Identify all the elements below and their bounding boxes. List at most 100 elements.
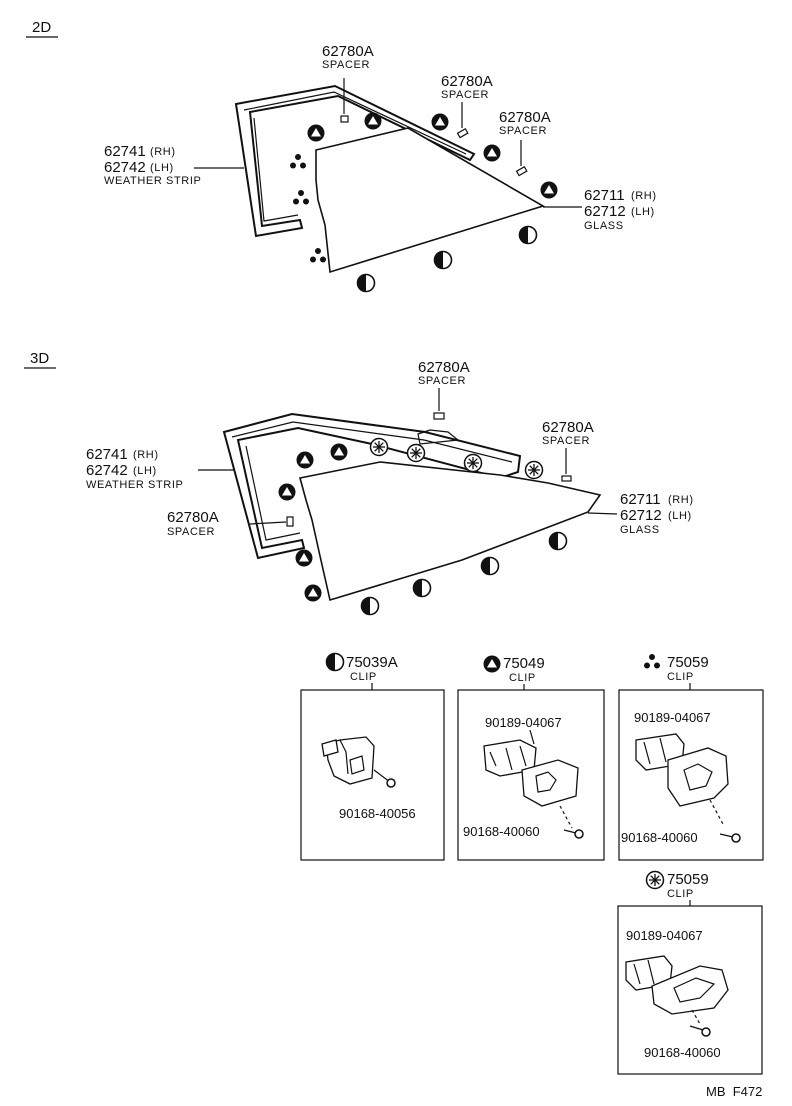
clip-label: CLIP [667,888,694,900]
weather-strip-lh-code: 62742 [86,462,128,479]
section-2d: 2D 62780A SPACER 62780A SPACER 62780A SP… [26,19,657,293]
triangle-icon [304,584,322,602]
asterisk-icon [406,443,426,463]
section-3d: 3D 62780A SPACER 62780A SPACER [24,350,694,616]
lh-label: (LH) [150,162,174,174]
spacer-code: 62780A [418,359,470,376]
clip-code: 75039A [346,654,398,671]
triangle-icon [364,112,382,130]
half-circle-icon [548,531,568,551]
section-label-3d: 3D [30,350,49,367]
clip-label: CLIP [350,671,377,683]
clip-label: CLIP [667,671,694,683]
half-circle-icon [433,250,453,270]
triangle-icon [295,549,313,567]
weather-strip-3d [222,412,522,560]
clip-box-75039a: 75039A CLIP 90168-40056 [300,652,445,861]
screw-icon [386,778,396,788]
spacer-label: SPACER [441,89,489,101]
asterisk-icon [463,453,483,473]
clip-code: 75059 [667,654,709,671]
triangle-icon [330,443,348,461]
triangle-icon [296,451,314,469]
screw-code: 90168-40056 [339,806,416,821]
detail-frame [300,689,445,861]
weather-strip-2d [234,84,476,238]
triangle-icon [540,181,558,199]
clip-box-75059-a: 75059 CLIP 90189-04067 90168-40060 [618,654,764,861]
screw-icon [731,833,741,843]
three-dot-icon [310,248,326,263]
spacer-label: SPACER [499,125,547,137]
rh-label: (RH) [668,494,694,506]
part-code: 90189-04067 [634,710,711,725]
lh-label: (LH) [133,465,157,477]
triangle-icon [483,655,501,673]
asterisk-icon [645,870,665,890]
weather-strip-rh-code: 62741 [86,446,128,463]
rh-label: (RH) [133,449,159,461]
lh-label: (LH) [631,206,655,218]
spacer-code: 62780A [322,43,374,60]
detail-frame [457,689,605,861]
rh-label: (RH) [631,190,657,202]
clip-box-75059-b: 75059 CLIP 90189-04067 90168-40060 [617,870,763,1075]
half-circle-icon [356,273,376,293]
clip-label: CLIP [509,672,536,684]
half-circle-icon [518,225,538,245]
half-circle-icon [360,596,380,616]
part-code: 90189-04067 [485,715,562,730]
triangle-icon [307,124,325,142]
clip-code: 75049 [503,655,545,672]
screw-code: 90168-40060 [621,830,698,845]
three-dot-icon [293,190,309,205]
clip-code: 75059 [667,871,709,888]
three-dot-icon [644,654,660,669]
spacer-icon [561,475,572,482]
spacer-icon [286,516,294,527]
asterisk-icon [369,437,389,457]
spacer-code: 62780A [542,419,594,436]
screw-code: 90168-40060 [463,824,540,839]
spacer-label: SPACER [167,526,215,538]
half-circle-icon [412,578,432,598]
glass-lh-code: 62712 [620,507,662,524]
spacer-icon [515,165,528,177]
figure-reference: MB F472 [706,1084,762,1099]
glass-label: GLASS [620,524,660,536]
spacer-label: SPACER [322,59,370,71]
lh-label: (LH) [668,510,692,522]
triangle-icon [278,483,296,501]
detail-frame [618,689,764,861]
triangle-icon [431,113,449,131]
spacer-label: SPACER [542,435,590,447]
screw-icon [701,1027,711,1037]
clip-box-75049: 75049 CLIP 90189-04067 90168-40060 [457,655,605,861]
asterisk-icon [524,460,544,480]
screw-code: 90168-40060 [644,1045,721,1060]
spacer-code: 62780A [167,509,219,526]
detail-frame [617,905,763,1075]
weather-strip-label: WEATHER STRIP [104,175,201,187]
glass-3d [299,461,602,602]
part-code: 90189-04067 [626,928,703,943]
section-label-2d: 2D [32,19,51,36]
glass-rh-code: 62711 [620,491,661,508]
half-circle-icon [325,652,345,672]
glass-label: GLASS [584,220,624,232]
spacer-icon [456,127,469,139]
spacer-label: SPACER [418,375,466,387]
spacer-icon [340,115,349,123]
glass-2d [315,127,545,274]
half-circle-icon [480,556,500,576]
spacer-code: 62780A [441,73,493,90]
screw-icon [574,829,584,839]
spacer-code: 62780A [499,109,551,126]
weather-strip-label: WEATHER STRIP [86,479,183,491]
weather-strip-rh-code: 62741 [104,143,146,160]
three-dot-icon [290,154,306,169]
triangle-icon [483,144,501,162]
glass-rh-code: 62711 [584,187,625,204]
glass-lh-code: 62712 [584,203,626,220]
